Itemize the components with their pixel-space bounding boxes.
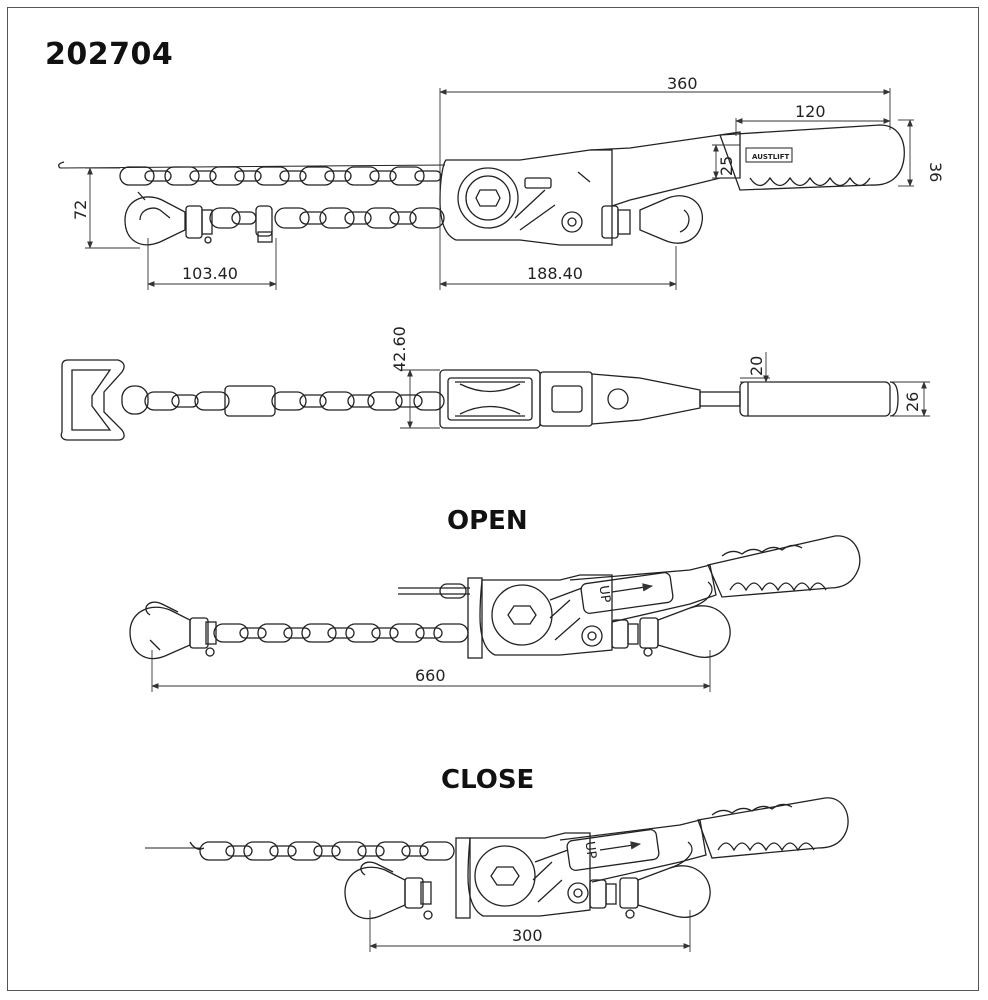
dim-top-handle-neck: 20 [747,356,766,376]
top-view [60,359,899,441]
dim-top-body-width: 42.60 [390,326,409,372]
dim-handle-neck: 25 [717,156,736,176]
side-left-hook [124,191,213,246]
open-left-hook [129,601,217,660]
side-ratchet-body [439,149,613,246]
dim-top-handle-dia: 26 [903,392,922,412]
dim-close-length: 300 [512,926,543,945]
dim-handle-height: 36 [926,162,945,182]
drawing-frame [7,7,979,991]
open-handle [569,535,861,623]
close-ratchet-body [455,832,591,919]
close-right-hook [589,841,711,919]
dim-body-to-hook: 188.40 [527,264,583,283]
open-ratchet-body [467,574,613,659]
side-view [58,124,905,246]
top-chain [60,359,445,441]
side-right-hook [601,195,703,244]
brand-label: AUSTLIFT [752,153,790,161]
close-handle [559,797,849,883]
product-code: 202704 [45,37,174,72]
side-view-dimensions [85,88,914,290]
close-up-label: UP [581,841,598,860]
top-ratchet-body [439,369,701,429]
side-upper-chain [58,161,446,186]
top-view-dimensions [400,352,930,429]
dim-overall-length: 360 [667,74,698,93]
side-handle [589,124,905,207]
dim-open-length: 660 [415,666,446,685]
dim-handle-length: 120 [795,102,826,121]
open-view-title: OPEN [447,506,528,536]
open-up-label: UP [595,585,612,604]
dim-hook-height: 72 [71,200,90,220]
close-left-hook [344,861,433,920]
side-lower-chain [209,205,445,243]
close-view-dimensions [369,910,691,952]
dim-chain-segment: 103.40 [182,264,238,283]
open-right-hook [611,581,731,658]
close-view-title: CLOSE [441,765,535,795]
close-view [145,797,849,920]
top-handle [699,381,899,417]
close-chain [145,841,455,861]
open-view [129,535,861,660]
open-view-dimensions [151,650,711,692]
open-chain [213,583,470,643]
